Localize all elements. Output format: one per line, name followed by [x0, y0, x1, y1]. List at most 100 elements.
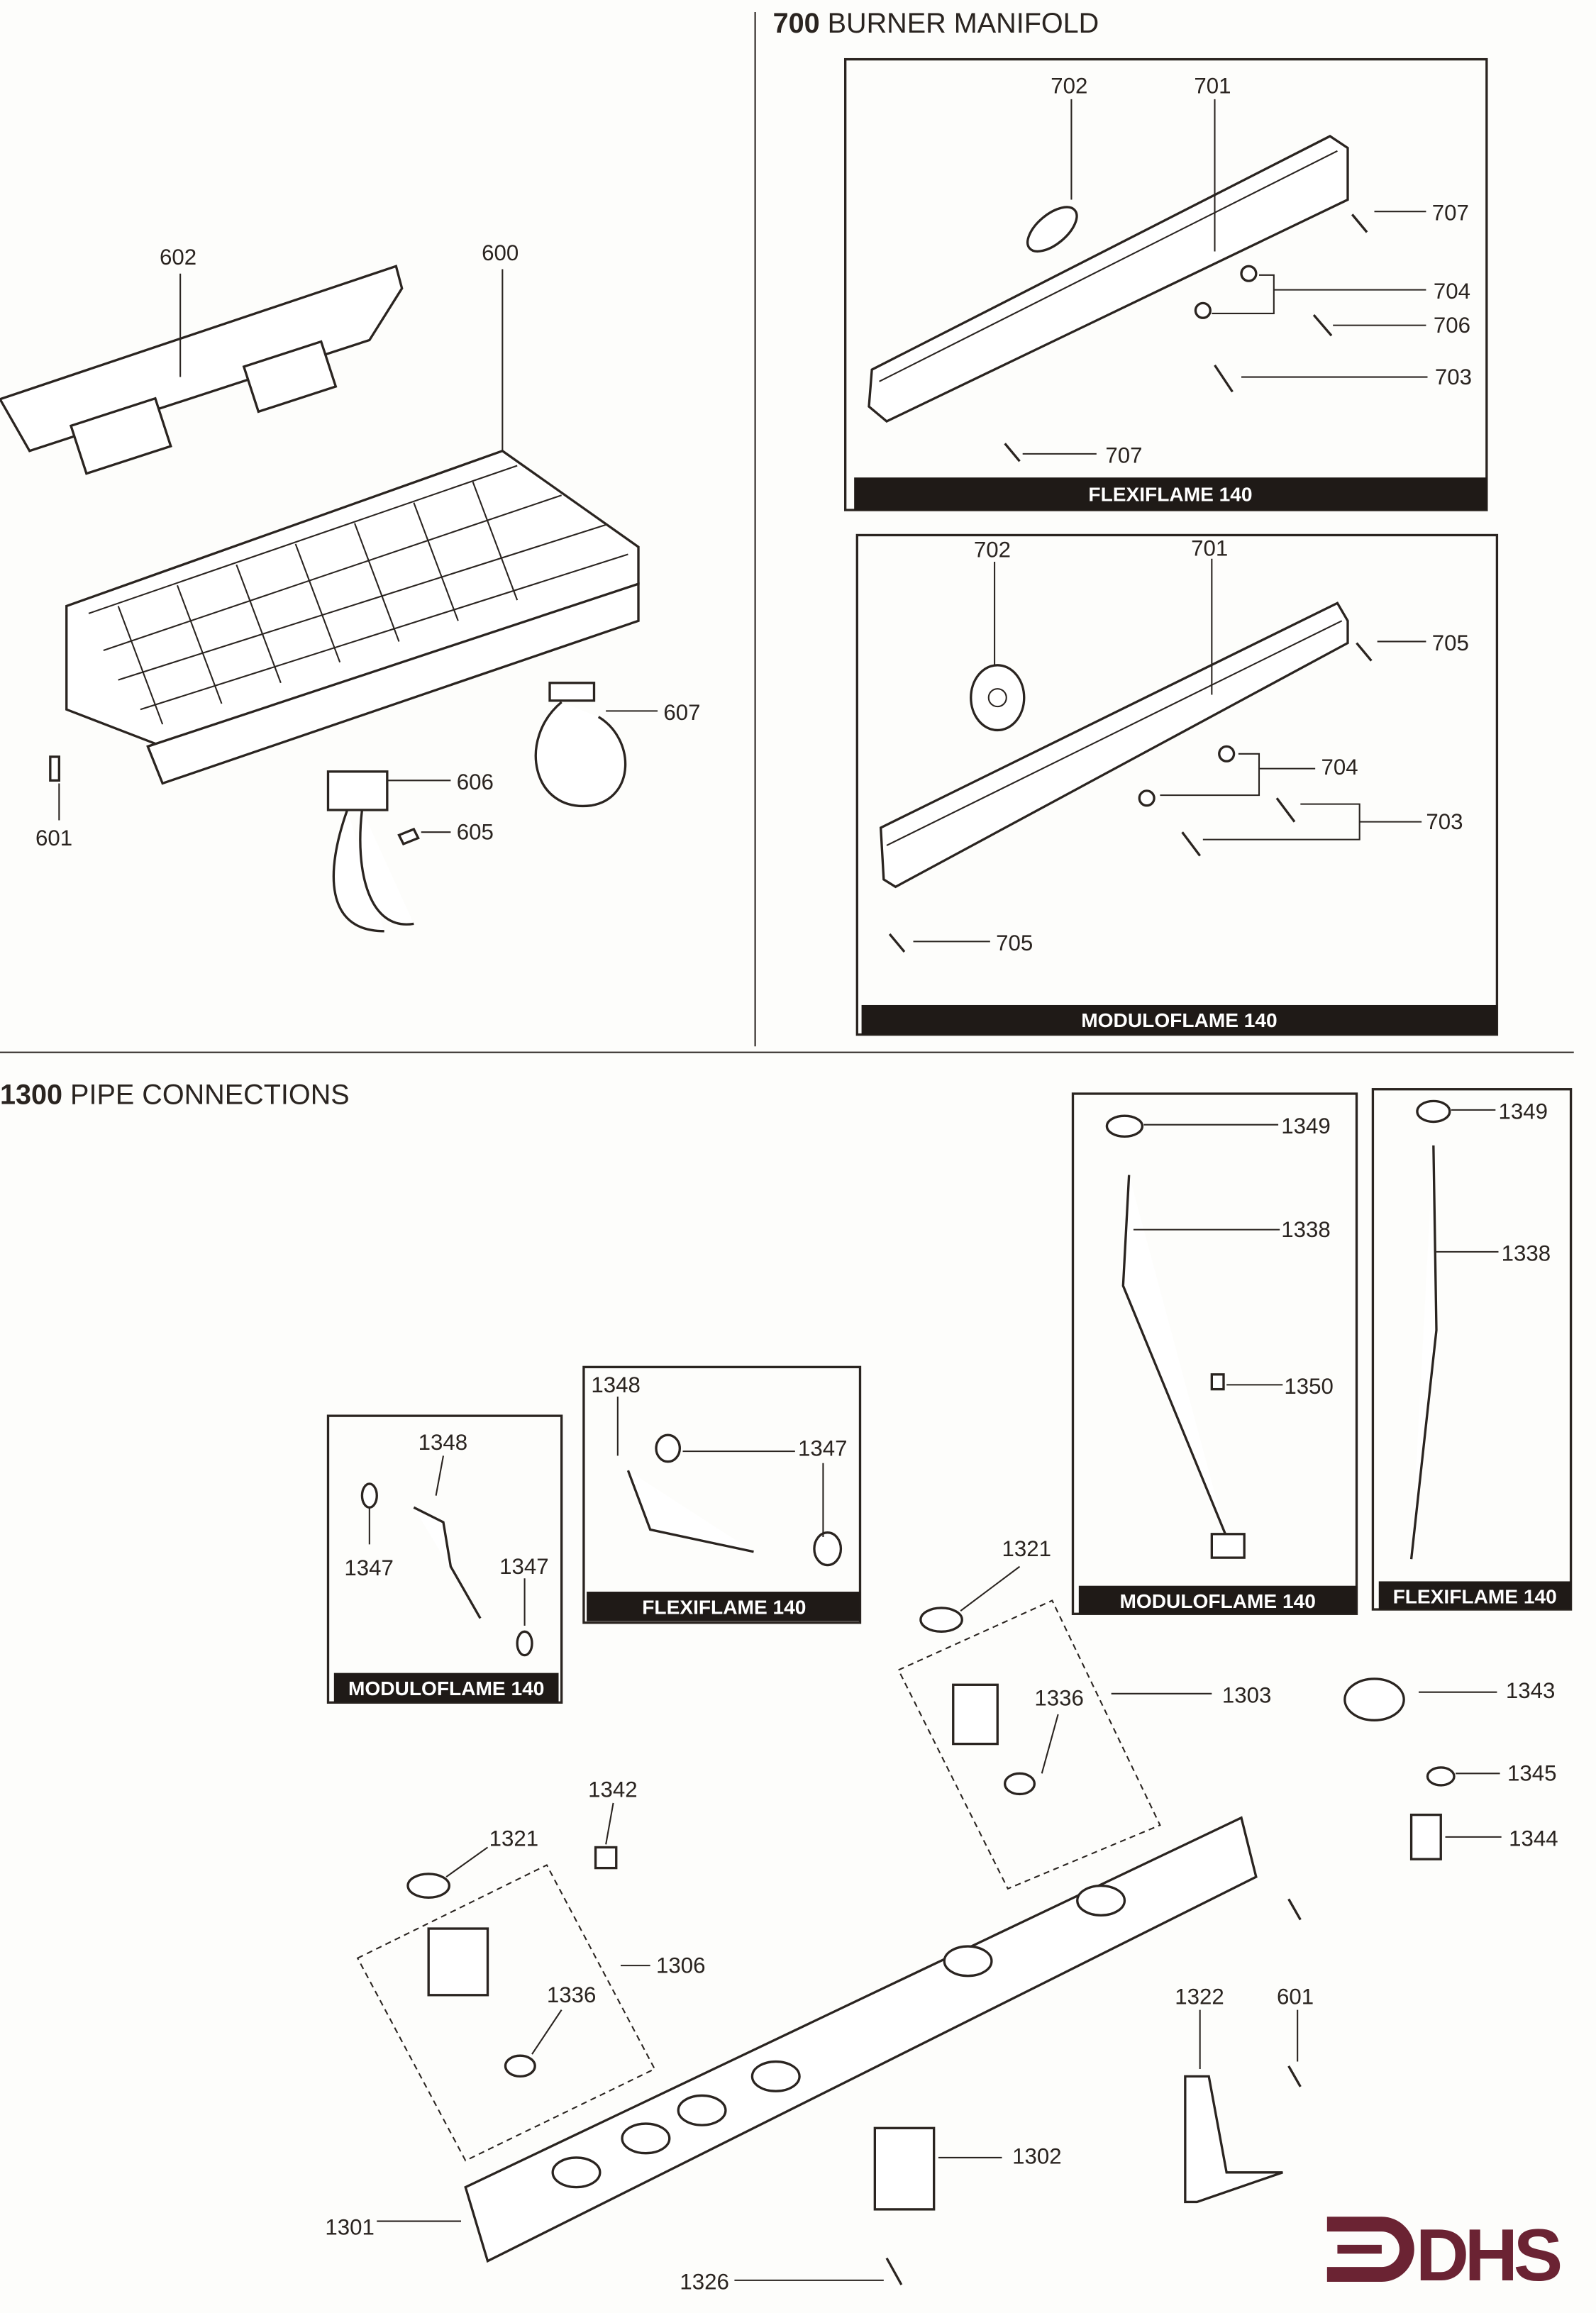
part-1343-regulator: [1343, 1677, 1405, 1721]
panel-caption: FLEXIFLAME 140: [1088, 484, 1252, 506]
callout-1322: 1322: [1175, 1984, 1224, 2009]
callout-601: 601: [35, 826, 72, 850]
panel-caption: MODULOFLAME 140: [348, 1677, 544, 1699]
callout-702: 702: [1051, 74, 1087, 99]
callout-705: 705: [1432, 631, 1469, 655]
callout-1350: 1350: [1284, 1374, 1333, 1399]
callout-1306: 1306: [656, 1953, 705, 1978]
callout-1338: 1338: [1281, 1217, 1330, 1242]
callout-1321: 1321: [1002, 1536, 1051, 1561]
part-703-screw: [1214, 364, 1234, 393]
callout-1303: 1303: [1222, 1682, 1271, 1707]
callout-1347: 1347: [798, 1436, 847, 1460]
callout-1349: 1349: [1499, 1099, 1548, 1124]
callout-1349: 1349: [1281, 1114, 1330, 1138]
callout-701: 701: [1194, 74, 1231, 99]
panel-caption: MODULOFLAME 140: [1119, 1590, 1315, 1612]
group-1306-gas-cock: [356, 1864, 656, 2162]
part-706-screw: [1312, 314, 1333, 337]
part-1321-washer: [406, 1873, 451, 1899]
section-1300-pipe-connections: 1300 PIPE CONNECTIONS MODULOFLAME 140 13…: [0, 1080, 1573, 2294]
dhs-logo: DHS: [1326, 2214, 1565, 2297]
part-605-screw: [397, 827, 420, 845]
panel-flexiflame-pipe: FLEXIFLAME 140 1349 1338: [1371, 1088, 1573, 1611]
part-702-gasket: [1026, 206, 1078, 253]
callout-705: 705: [996, 931, 1033, 955]
callout-707: 707: [1105, 443, 1142, 467]
callout-1347: 1347: [499, 1554, 548, 1579]
callout-702: 702: [974, 538, 1011, 562]
section-700-title: BURNER MANIFOLD: [828, 8, 1099, 39]
part-1326-screw: [885, 2257, 903, 2285]
callout-703: 703: [1435, 365, 1472, 389]
part-606-ignition-electrode: [326, 770, 414, 933]
callout-703: 703: [1426, 809, 1463, 834]
part-1303-valve: [952, 1683, 999, 1746]
part-601-screw: [1287, 1898, 1302, 1921]
part-701-manifold: [879, 601, 1349, 889]
callout-607: 607: [663, 700, 700, 725]
dhs-logo-text: DHS: [1416, 2214, 1561, 2297]
callout-1301: 1301: [325, 2214, 374, 2239]
callout-1336: 1336: [1034, 1685, 1083, 1710]
part-1301-gas-rail: [464, 1816, 1258, 2263]
callout-602: 602: [160, 245, 196, 270]
section-1300-title: PIPE CONNECTIONS: [70, 1080, 350, 1111]
callout-601: 601: [1277, 1984, 1314, 2009]
callout-1348: 1348: [419, 1430, 467, 1455]
panel-moduloflame-pipe: MODULOFLAME 140 1349 1338 1350: [1071, 1092, 1358, 1615]
part-600-burner-assembly: [65, 449, 640, 785]
callout-1338: 1338: [1502, 1241, 1551, 1265]
part-704-washer: [1194, 301, 1212, 319]
callout-704: 704: [1321, 755, 1358, 780]
group-1303-gas-cock: [897, 1599, 1161, 1890]
section-700-number: 700: [773, 8, 820, 39]
part-704-washer: [1218, 745, 1236, 762]
part-602-shield: [0, 265, 404, 475]
section-1300-heading: 1300 PIPE CONNECTIONS: [0, 1080, 350, 1111]
callout-704: 704: [1434, 279, 1470, 304]
part-1345-washer: [1426, 1766, 1456, 1787]
part-707-screw: [1004, 443, 1021, 462]
callout-1343: 1343: [1506, 1678, 1555, 1703]
part-1306-valve: [427, 1927, 489, 1997]
callout-1302: 1302: [1012, 2143, 1061, 2168]
callout-1348: 1348: [591, 1372, 640, 1397]
part-704-washer: [1240, 265, 1258, 282]
callout-1336: 1336: [547, 1982, 596, 2007]
section-700-heading: 700 BURNER MANIFOLD: [773, 8, 1099, 39]
callout-1345: 1345: [1507, 1761, 1556, 1786]
panel-moduloflame-gas-pipe: MODULOFLAME 140 1348 1347 1347: [326, 1414, 563, 1704]
part-703-screw: [1275, 797, 1296, 823]
callout-1344: 1344: [1509, 1826, 1558, 1851]
part-701-manifold: [868, 135, 1349, 423]
part-702-gasket: [970, 664, 1026, 732]
panel-caption: FLEXIFLAME 140: [1393, 1586, 1557, 1608]
callout-605: 605: [457, 820, 494, 845]
section-700-burner-manifold: 700 BURNER MANIFOLD FLEXIFLAME 140 702 7…: [773, 8, 1499, 1036]
callout-707: 707: [1432, 201, 1469, 226]
part-705-screw: [1356, 642, 1373, 662]
part-1344-union: [1409, 1813, 1442, 1860]
part-1321-washer: [919, 1607, 963, 1633]
part-601-screw: [49, 755, 60, 782]
callout-706: 706: [1434, 313, 1470, 338]
section-600-burner: 602 600 607 606 605 601: [0, 240, 701, 933]
part-705-screw: [888, 933, 906, 953]
panel-flexiflame-manifold: FLEXIFLAME 140 702 701 707 704 706 703 7…: [844, 57, 1488, 511]
callout-600: 600: [482, 240, 519, 265]
section-1300-number: 1300: [0, 1080, 62, 1111]
part-1302-elbow: [873, 2126, 936, 2211]
part-607-electrode: [534, 682, 627, 808]
callout-1321: 1321: [489, 1826, 538, 1851]
callout-1347: 1347: [344, 1555, 393, 1580]
callout-701: 701: [1191, 536, 1228, 561]
panel-moduloflame-manifold: MODULOFLAME 140 702 701 705 704 703 705: [855, 533, 1499, 1036]
part-601-screw: [1287, 2065, 1302, 2087]
part-1342-nut: [594, 1846, 618, 1870]
callout-1342: 1342: [588, 1777, 637, 1802]
callout-1326: 1326: [680, 2269, 728, 2294]
part-703-screw: [1181, 831, 1201, 857]
